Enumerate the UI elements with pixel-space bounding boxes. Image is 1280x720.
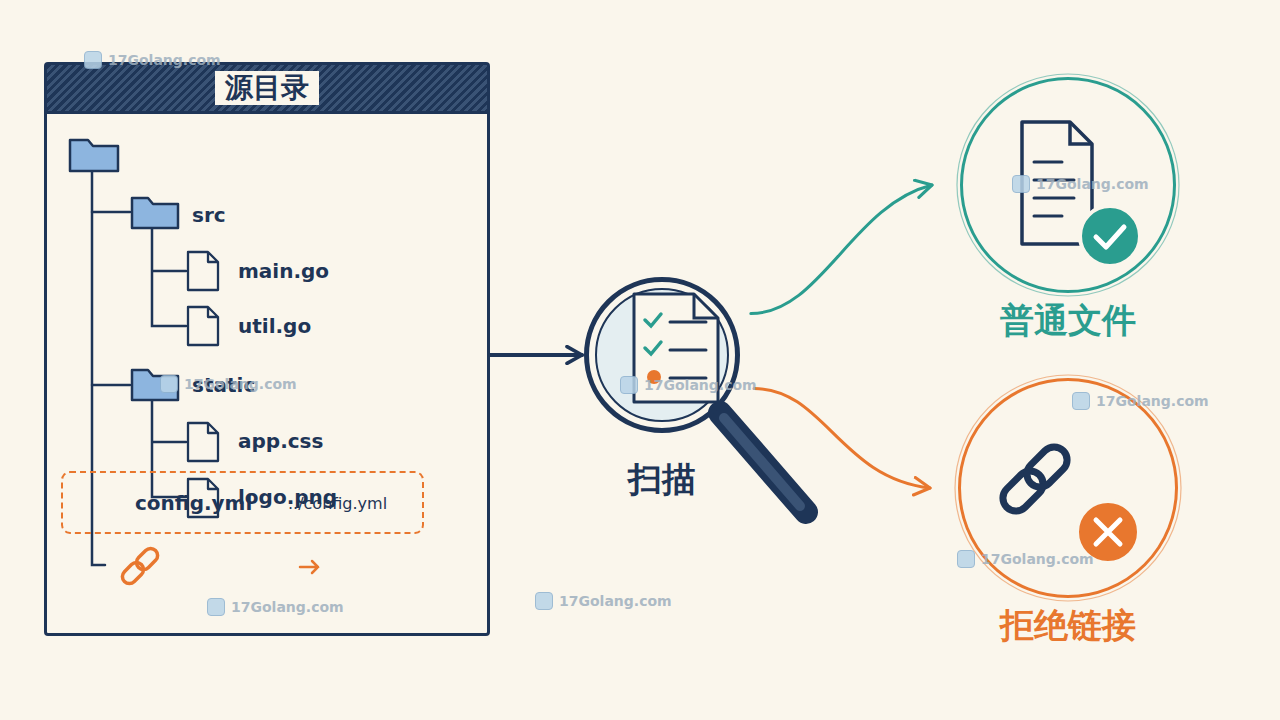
circle-ring — [587, 280, 738, 431]
check-mark — [1096, 227, 1124, 247]
watermark: 17Golang.com — [84, 50, 221, 70]
file-name: util.go — [238, 314, 311, 338]
watermark: 17Golang.com — [620, 375, 757, 395]
scan-label: 扫描 — [584, 458, 740, 500]
folder-icons — [70, 140, 178, 400]
document-fold — [1070, 122, 1092, 144]
file-name: app.css — [238, 429, 323, 453]
magnifier-lens — [596, 289, 728, 421]
flow-arrow — [754, 389, 930, 488]
reject-mark — [1096, 520, 1120, 544]
circle-ring — [962, 79, 1175, 292]
watermark: 17Golang.com — [957, 549, 1094, 569]
panel-title: 源目录 — [215, 71, 319, 105]
file-name: main.go — [238, 259, 329, 283]
symlink-arrow — [300, 561, 318, 573]
flow-arrow — [490, 353, 582, 357]
folder-name: src — [192, 203, 226, 227]
document-lines — [670, 322, 706, 378]
link-name: config.yml — [135, 491, 252, 515]
flow-arrow — [751, 185, 932, 314]
sketch-ring — [957, 74, 1179, 296]
watermark: 17Golang.com — [1012, 174, 1149, 194]
magnifier-handle — [720, 413, 806, 512]
result-label: 拒绝链接 — [938, 604, 1198, 646]
circle-outline — [584, 277, 740, 433]
file-name: logo.png — [238, 485, 337, 509]
scan-magnifier: 扫描 — [584, 277, 740, 433]
check-marks — [645, 314, 661, 354]
link-icon — [119, 545, 160, 586]
chain-icon — [998, 442, 1073, 517]
magnifier-handle-shine — [724, 418, 800, 506]
watermark: 17Golang.com — [160, 374, 297, 394]
result-label: 普通文件 — [940, 299, 1196, 341]
source-panel: 源目录config.yml../config.yml — [44, 62, 490, 636]
watermark: 17Golang.com — [207, 597, 344, 617]
watermark: 17Golang.com — [535, 591, 672, 611]
watermark: 17Golang.com — [1072, 391, 1209, 411]
check-badge — [1080, 206, 1140, 266]
